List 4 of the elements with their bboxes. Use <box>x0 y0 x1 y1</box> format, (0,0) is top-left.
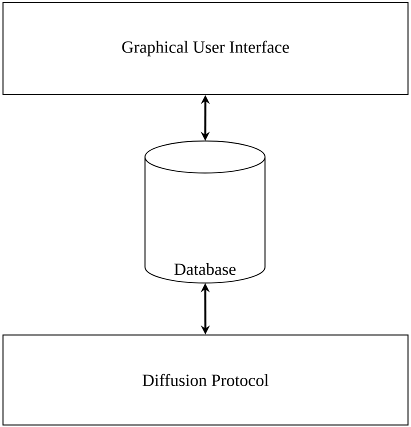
database-cylinder: Database <box>144 140 266 284</box>
node-label: Database <box>174 263 236 275</box>
process-box: Graphical User Interface <box>2 2 408 95</box>
process-box: Diffusion Protocol <box>2 334 408 426</box>
